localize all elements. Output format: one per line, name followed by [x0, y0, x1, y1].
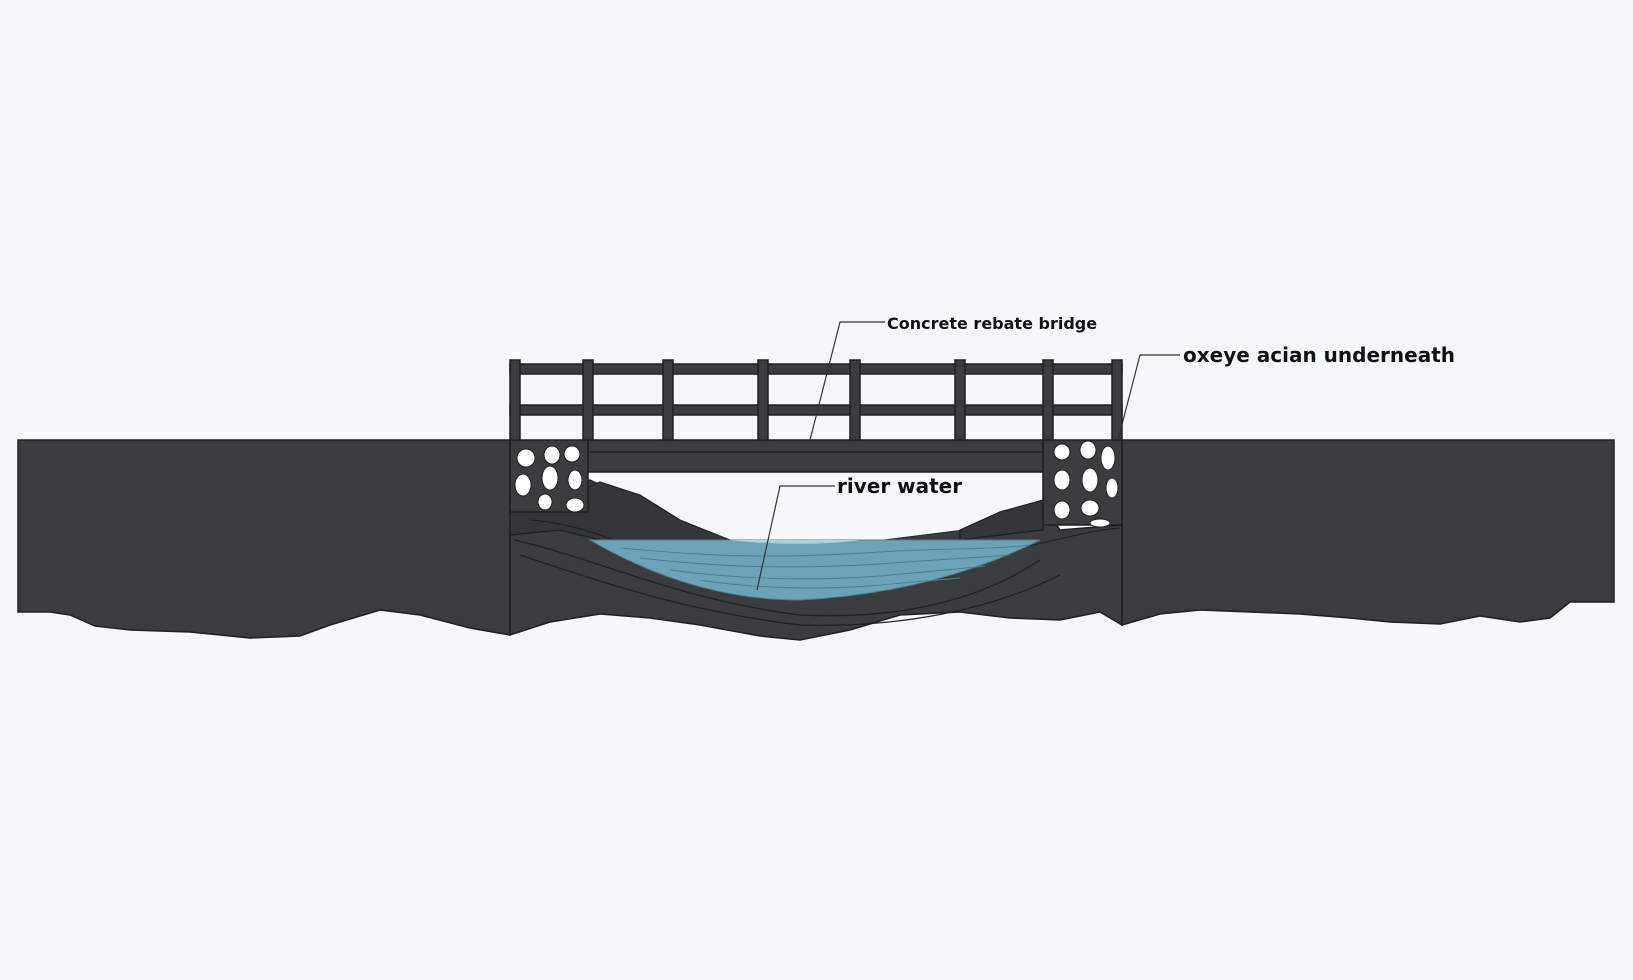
strata-line-2: [519, 554, 1061, 626]
leader-lines: [756, 321, 1180, 591]
water-ripples: [619, 544, 1031, 589]
bridge-deck: [587, 439, 1044, 473]
stone-icon-right: [1053, 440, 1119, 528]
underneath-label: oxeye acian underneath: [1183, 343, 1455, 367]
water-label: river water: [837, 474, 962, 498]
railing: [509, 359, 1123, 441]
river-water: [588, 539, 1041, 601]
water-leader: [756, 485, 835, 591]
underneath-leader: [1117, 354, 1180, 441]
bridge-label: Concrete rebate bridge: [887, 314, 1097, 333]
water-surface: [730, 540, 860, 544]
left-ground: [17, 439, 511, 639]
right-ground: [1121, 439, 1615, 626]
bridge-leader: [809, 321, 885, 441]
strata-line-1: [514, 539, 1041, 617]
underbridge-gap: [588, 472, 1043, 545]
stone-icon: [514, 445, 585, 513]
